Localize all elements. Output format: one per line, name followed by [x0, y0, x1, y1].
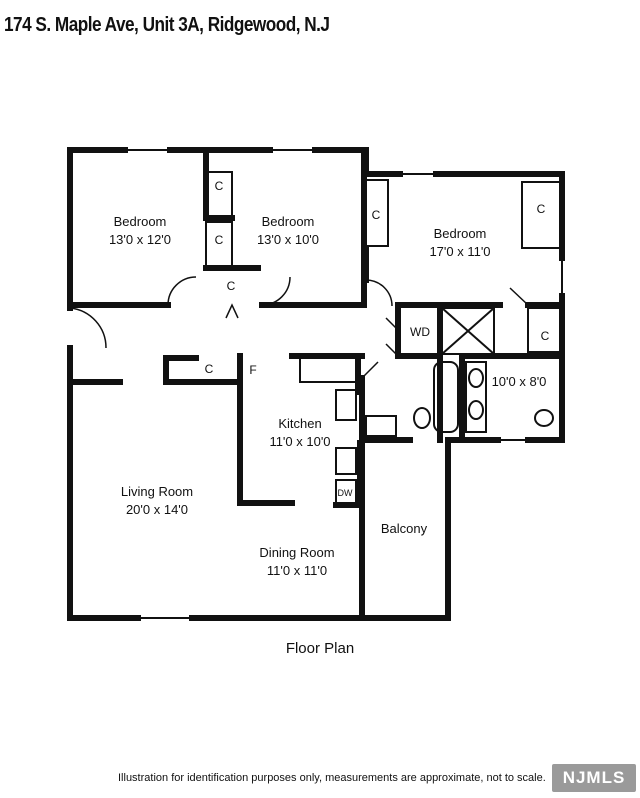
balcony-name: Balcony — [381, 521, 428, 536]
bedroom2-name: Bedroom — [262, 214, 315, 229]
page-title: 174 S. Maple Ave, Unit 3A, Ridgewood, N.… — [4, 14, 330, 36]
dining-size: 11'0 x 11'0 — [267, 563, 327, 578]
closet-label: C — [227, 279, 236, 293]
living-size: 20'0 x 14'0 — [126, 502, 188, 517]
bedroom3-size: 17'0 x 11'0 — [429, 244, 490, 259]
kitchen-size: 11'0 x 10'0 — [269, 434, 330, 449]
closet-label: C — [205, 362, 214, 376]
fixture-labels: C C C C C C C WD F DW — [205, 179, 550, 498]
living-name: Living Room — [121, 484, 193, 499]
closet-label: C — [537, 202, 546, 216]
room-labels: Bedroom 13'0 x 12'0 Bedroom 13'0 x 10'0 … — [109, 214, 546, 578]
kitchen-name: Kitchen — [278, 416, 321, 431]
walls — [67, 147, 565, 621]
bedroom3-name: Bedroom — [434, 226, 487, 241]
bath2-size: 10'0 x 8'0 — [492, 374, 547, 389]
dining-name: Dining Room — [259, 545, 334, 560]
disclaimer-text: Illustration for identification purposes… — [118, 772, 546, 784]
bedroom1-size: 13'0 x 12'0 — [109, 232, 171, 247]
closet-label: C — [372, 208, 381, 222]
closet-label: C — [215, 233, 224, 247]
fridge-label: F — [249, 363, 256, 377]
floor-plan-caption: Floor Plan — [285, 640, 355, 657]
dishwasher-label: DW — [338, 488, 353, 498]
bedroom2-size: 13'0 x 10'0 — [257, 232, 319, 247]
bedroom1-name: Bedroom — [114, 214, 167, 229]
closet-label: C — [541, 329, 550, 343]
thin-walls — [125, 149, 563, 619]
logo-text: NJMLS — [562, 768, 626, 787]
njmls-logo: NJMLS — [552, 764, 636, 792]
door-swings — [69, 276, 529, 379]
washer-dryer-label: WD — [410, 325, 430, 339]
closet-label: C — [215, 179, 224, 193]
